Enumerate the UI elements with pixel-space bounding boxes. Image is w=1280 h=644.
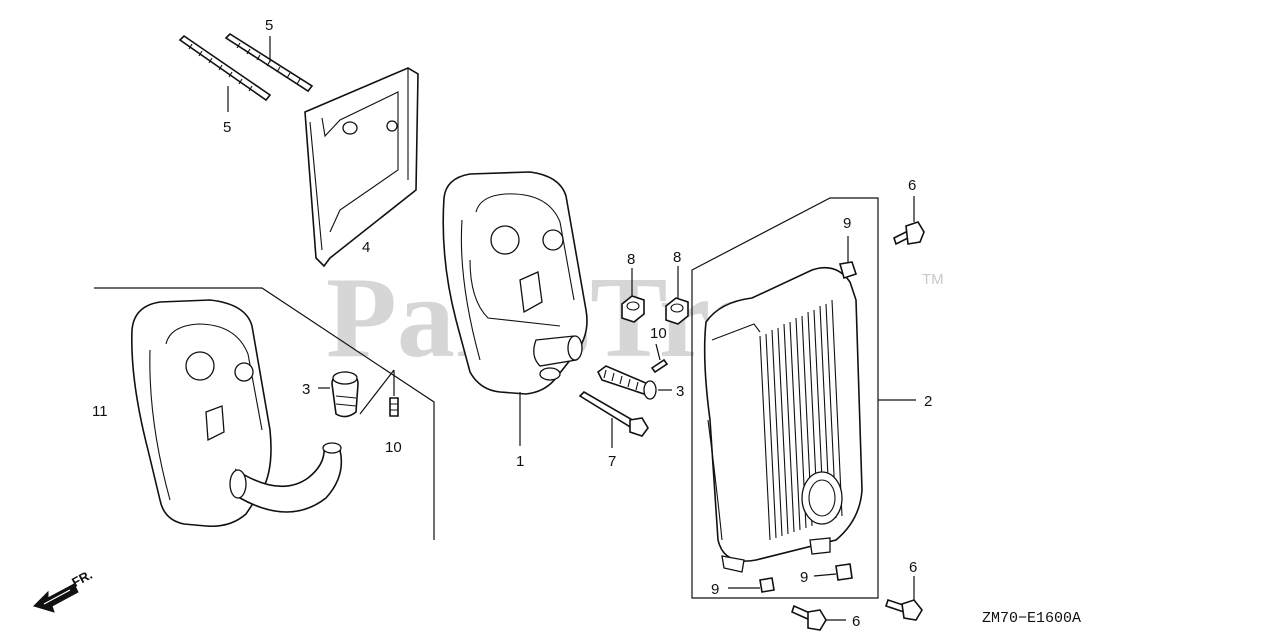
label-part-9-top: 9	[843, 215, 851, 232]
label-part-9-bottom-left: 9	[711, 581, 719, 598]
label-part-10-left: 10	[385, 439, 402, 456]
leader-3a-diag	[359, 369, 395, 415]
leader-10a	[655, 343, 661, 361]
spark-arrester-cap	[331, 371, 359, 418]
label-part-2: 2	[924, 393, 932, 410]
label-part-5-lower: 5	[223, 119, 231, 136]
label-part-4: 4	[362, 239, 370, 256]
muffler-gasket-plate	[304, 67, 419, 268]
label-part-3-left: 3	[302, 381, 310, 398]
flange-nut-right	[665, 297, 689, 325]
stud-bolt-lower	[178, 34, 272, 102]
screw-small-center	[650, 358, 669, 374]
muffler-protector	[703, 266, 863, 573]
flange-bolt-top	[893, 221, 925, 246]
label-part-3-center: 3	[676, 383, 684, 400]
label-part-6-bottom-center: 6	[852, 613, 860, 630]
collar-top	[838, 261, 858, 280]
collar-bottom-right	[835, 563, 853, 581]
label-part-10-center: 10	[650, 325, 667, 342]
flange-bolt-bottom-center	[791, 604, 827, 631]
label-part-5-upper: 5	[265, 17, 273, 34]
leader-9c	[813, 573, 837, 577]
watermark-trademark: TM	[922, 271, 944, 288]
spark-arrester-screen	[596, 365, 657, 400]
label-part-11: 11	[92, 403, 108, 420]
muffler-assembly	[131, 299, 343, 528]
group-outline-protector	[691, 197, 879, 599]
label-part-8-right: 8	[673, 249, 681, 266]
long-bolt	[578, 391, 649, 437]
front-direction-arrow-icon	[33, 583, 79, 613]
label-part-7: 7	[608, 453, 616, 470]
screw-small-left	[389, 397, 399, 417]
label-part-8-left: 8	[627, 251, 635, 268]
label-part-9-bottom-right: 9	[800, 569, 808, 586]
label-part-6-bottom-right: 6	[909, 559, 917, 576]
collar-bottom-left	[759, 577, 775, 593]
flange-bolt-bottom-right	[884, 598, 923, 621]
label-part-1: 1	[516, 453, 524, 470]
stud-bolt-upper	[224, 32, 314, 93]
diagram-code: ZM70−E1600A	[982, 610, 1081, 627]
muffler-body	[442, 171, 588, 395]
group-outline-assembly	[94, 287, 435, 540]
label-part-6-top: 6	[908, 177, 916, 194]
